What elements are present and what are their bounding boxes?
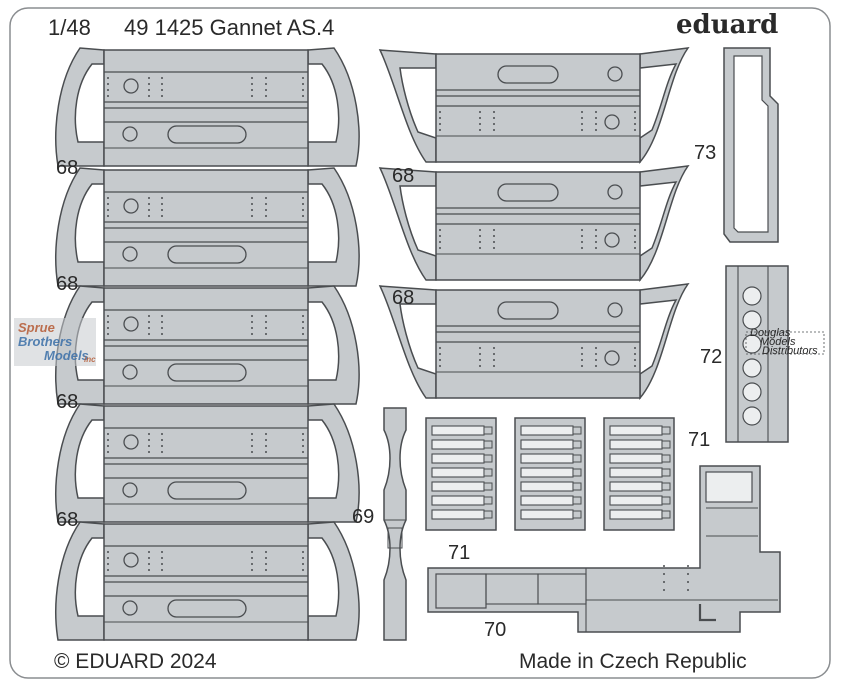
part-68-panel: [55, 47, 360, 167]
part-71-group: [425, 417, 497, 531]
part-68-panel: [55, 403, 360, 523]
kit-title: 49 1425 Gannet AS.4: [124, 15, 335, 40]
part-71-group: [603, 417, 675, 531]
part-label-71: 71: [688, 429, 711, 451]
part-68-panel: [379, 283, 689, 399]
part-label-70: 70: [484, 619, 507, 641]
part-label-68: 68: [56, 391, 79, 413]
part-label-71: 71: [448, 542, 471, 564]
part-label-68: 68: [56, 273, 79, 295]
origin-text: Made in Czech Republic: [519, 650, 747, 673]
sbm-watermark-line: Models: [44, 348, 89, 363]
part-69: [383, 407, 407, 641]
scale-label: 1/48: [48, 15, 91, 40]
part-68-panel: [55, 285, 360, 405]
part-label-68: 68: [392, 165, 415, 187]
part-68-panel: [55, 167, 360, 287]
part-70: [427, 465, 781, 633]
eduard-logo: eduard: [676, 10, 779, 40]
part-68-panel: [379, 47, 689, 163]
part-label-68: 68: [56, 157, 79, 179]
part-label-68: 68: [56, 509, 79, 531]
part-label-68: 68: [392, 287, 415, 309]
part-71-group: [514, 417, 586, 531]
dmd-watermark-box: [745, 331, 825, 355]
dmd-watermark-line: Douglas: [750, 327, 791, 339]
part-68-panel: [379, 165, 689, 281]
part-68-panel: [55, 521, 360, 641]
sbm-watermark-line: Brothers: [18, 334, 73, 349]
part-label-69: 69: [352, 506, 375, 528]
copyright-text: © EDUARD 2024: [54, 650, 217, 673]
sbm-watermark-bg: [14, 318, 96, 366]
part-73: [723, 47, 779, 243]
dmd-watermark-line: Distributors: [762, 345, 818, 357]
sbm-watermark-line: Sprue: [18, 320, 55, 335]
part-label-72: 72: [700, 346, 723, 368]
part-label-73: 73: [694, 142, 717, 164]
dmd-watermark-line: Models: [760, 336, 796, 348]
sbm-watermark-line: inc: [84, 355, 96, 364]
